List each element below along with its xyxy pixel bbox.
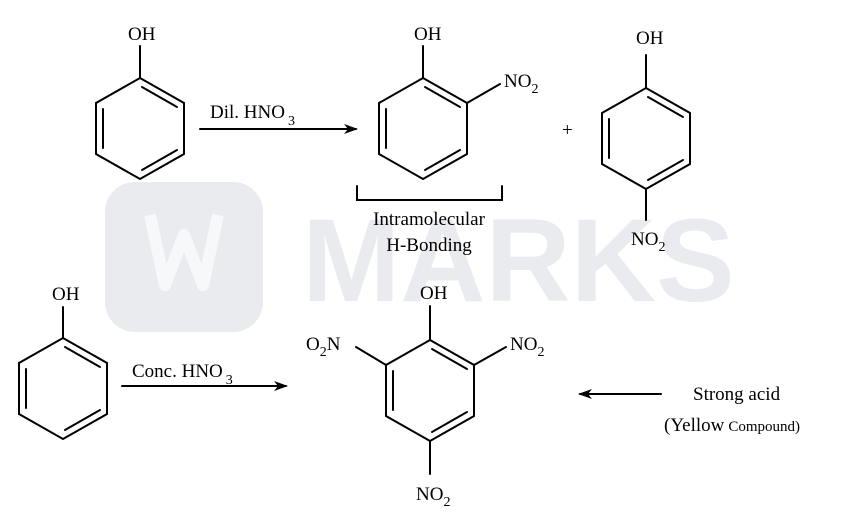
watermark-text: MARKS	[302, 195, 735, 327]
ortho-oh-label: OH	[414, 24, 442, 45]
phenol-1-oh-label: OH	[128, 24, 156, 45]
para-no2-label: NO2	[631, 229, 665, 255]
phenol-2-oh-label: OH	[52, 284, 80, 305]
h-bonding-note-line1: Intramolecular	[373, 209, 486, 230]
picric-bottom-no2-label: NO2	[416, 484, 450, 510]
picric-right-no2-label: NO2	[510, 334, 544, 360]
para-nitrophenol: OH NO2	[601, 28, 691, 255]
ortho-nitrophenol: OH NO2	[378, 24, 538, 181]
watermark-logo-shape	[105, 182, 263, 332]
para-oh-label: OH	[636, 28, 664, 49]
h-bonding-note-line2: H-Bonding	[386, 235, 472, 256]
h-bonding-bracket: Intramolecular H-Bonding	[356, 185, 503, 256]
watermark: MARKS	[105, 182, 735, 332]
picric-acid: OH O2N NO2 NO2	[306, 283, 544, 510]
watermark-logo-mark	[144, 213, 224, 291]
picric-left-no2-label: O2N	[306, 334, 341, 360]
phenol-reactant-1: OH	[95, 24, 185, 181]
ortho-no2-label: NO2	[504, 71, 538, 97]
picric-oh-label: OH	[420, 283, 448, 304]
plus-sign: +	[562, 120, 573, 141]
strong-acid-label: Strong acid	[693, 384, 781, 405]
phenol-reactant-2: OH	[18, 284, 108, 441]
